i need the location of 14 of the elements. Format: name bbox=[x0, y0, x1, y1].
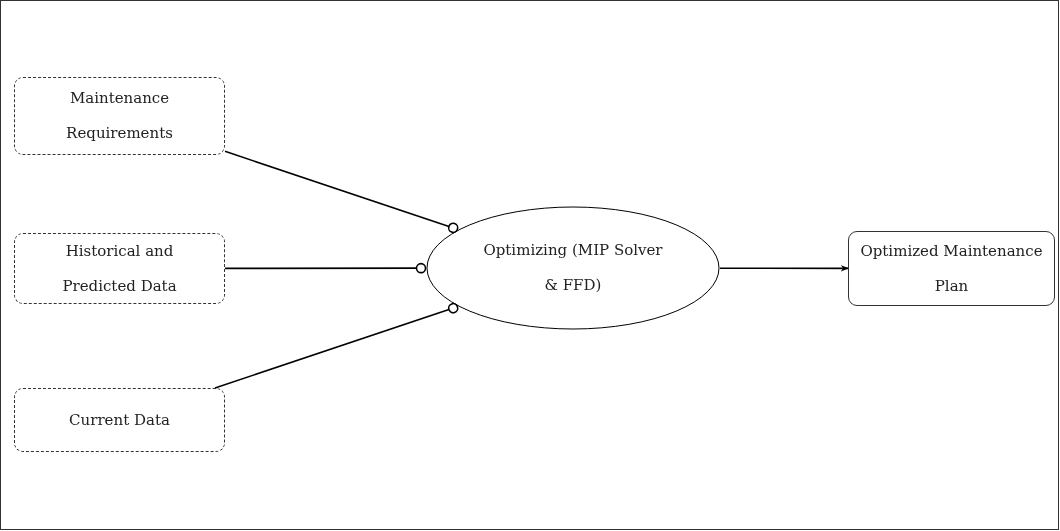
node-label: Optimized Maintenance Plan bbox=[859, 240, 1044, 297]
connector bbox=[224, 150, 459, 234]
node-label: Optimizing (MIP Solver & FFD) bbox=[482, 240, 664, 296]
connector bbox=[719, 265, 849, 272]
node-label: Current Data bbox=[69, 409, 170, 431]
node-label: Maintenance Requirements bbox=[65, 88, 174, 144]
input-box bbox=[14, 388, 225, 452]
connector bbox=[214, 302, 459, 389]
input-box bbox=[14, 77, 225, 155]
process-ellipse bbox=[426, 206, 720, 330]
connector bbox=[224, 262, 427, 274]
input-box bbox=[14, 233, 225, 304]
output-box bbox=[848, 231, 1055, 306]
node-label: Historical and Predicted Data bbox=[61, 240, 178, 297]
